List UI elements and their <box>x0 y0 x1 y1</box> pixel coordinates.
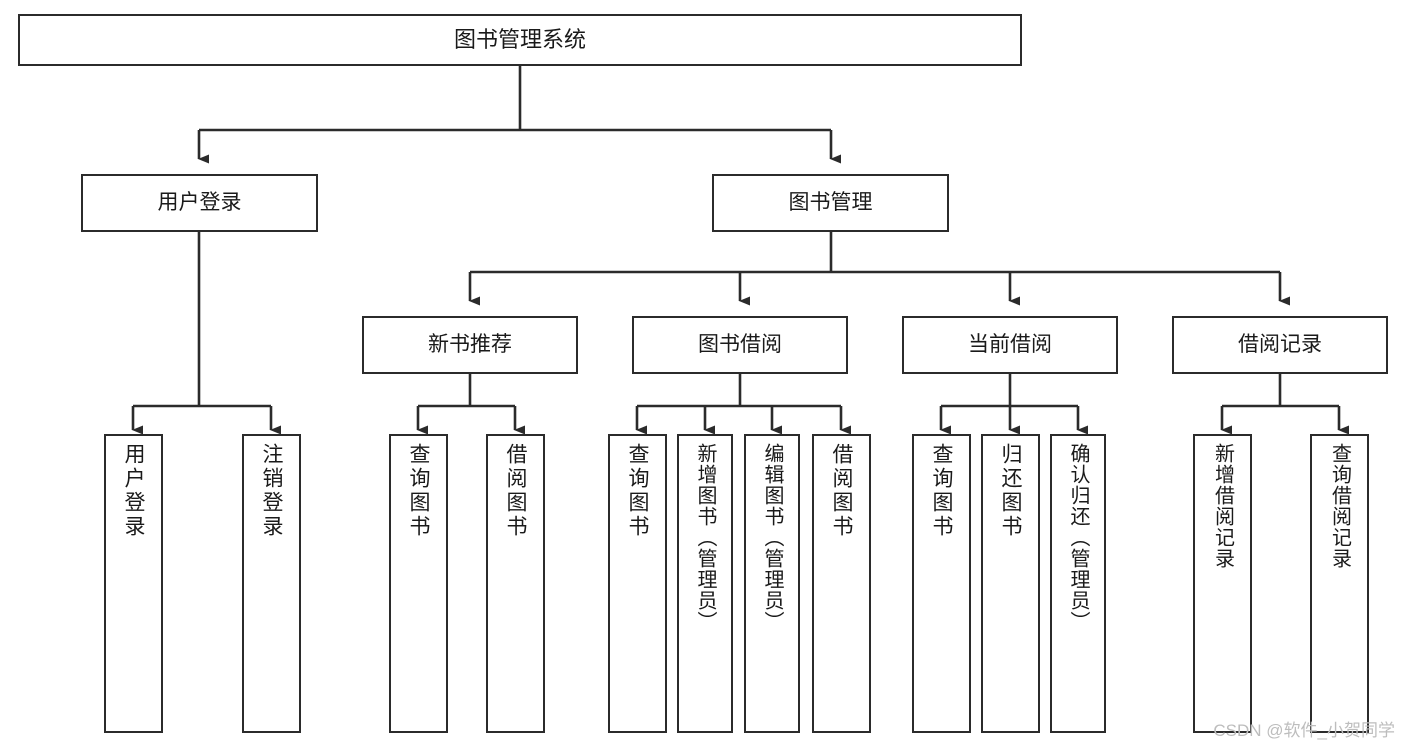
node-current-borrow[interactable]: 当前借阅 <box>902 316 1118 374</box>
node-label: 注销登录 <box>260 443 283 539</box>
node-label: 新书推荐 <box>428 333 512 357</box>
node-new-book-recommend[interactable]: 新书推荐 <box>362 316 578 374</box>
leaf-current-borrow-return[interactable]: 归还图书 <box>981 434 1040 733</box>
leaf-current-borrow-confirm-return[interactable]: 确认归还（管理员） <box>1050 434 1106 733</box>
node-label: 图书管理 <box>788 191 873 215</box>
leaf-user-login-logout[interactable]: 注销登录 <box>242 434 301 733</box>
leaf-new-book-query[interactable]: 查询图书 <box>389 434 448 733</box>
leaf-new-book-borrow[interactable]: 借阅图书 <box>486 434 545 733</box>
csdn-watermark: CSDN @软件_小贺同学 <box>1213 721 1395 740</box>
node-label: 查询图书 <box>930 443 953 539</box>
node-label: 编辑图书（管理员） <box>761 443 783 632</box>
node-label: 查询图书 <box>626 443 649 539</box>
node-user-login[interactable]: 用户登录 <box>81 174 318 232</box>
node-root[interactable]: 图书管理系统 <box>18 14 1022 66</box>
node-book-borrow[interactable]: 图书借阅 <box>632 316 848 374</box>
node-label: 当前借阅 <box>968 333 1052 357</box>
node-borrow-records[interactable]: 借阅记录 <box>1172 316 1388 374</box>
node-label: 用户登录 <box>157 191 242 215</box>
leaf-borrow-record-query[interactable]: 查询借阅记录 <box>1310 434 1369 733</box>
node-book-management[interactable]: 图书管理 <box>712 174 949 232</box>
node-label: 新增图书（管理员） <box>694 443 716 632</box>
node-label: 新增借阅记录 <box>1211 443 1234 569</box>
node-label: 归还图书 <box>999 443 1022 539</box>
leaf-user-login-login[interactable]: 用户登录 <box>104 434 163 733</box>
node-label: 查询借阅记录 <box>1328 443 1351 569</box>
node-label: 借阅图书 <box>830 443 853 539</box>
leaf-book-borrow-add[interactable]: 新增图书（管理员） <box>677 434 733 733</box>
node-label: 借阅记录 <box>1238 333 1322 357</box>
node-label: 确认归还（管理员） <box>1067 443 1089 632</box>
node-label: 用户登录 <box>122 443 145 539</box>
node-label: 查询图书 <box>407 443 430 539</box>
leaf-book-borrow-borrow[interactable]: 借阅图书 <box>812 434 871 733</box>
leaf-borrow-record-add[interactable]: 新增借阅记录 <box>1193 434 1252 733</box>
node-label: 借阅图书 <box>504 443 527 539</box>
node-label: 图书管理系统 <box>453 26 586 52</box>
leaf-current-borrow-query[interactable]: 查询图书 <box>912 434 971 733</box>
leaf-book-borrow-edit[interactable]: 编辑图书（管理员） <box>744 434 800 733</box>
leaf-book-borrow-query[interactable]: 查询图书 <box>608 434 667 733</box>
node-label: 图书借阅 <box>698 333 782 357</box>
